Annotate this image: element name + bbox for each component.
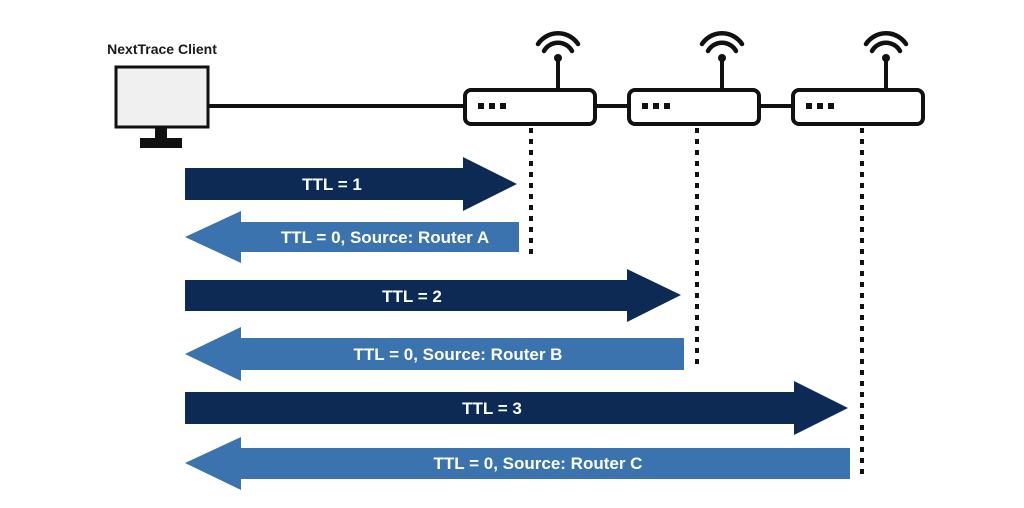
request-label-3: TTL = 3 (462, 399, 522, 418)
probe-2: TTL = 2 TTL = 0, Source: Router B (185, 269, 684, 381)
router-icon (627, 88, 761, 126)
router-icon (791, 88, 925, 126)
request-label-1: TTL = 1 (302, 175, 362, 194)
client-computer: NextTrace Client (107, 41, 217, 148)
client-label: NextTrace Client (107, 41, 217, 57)
router-a (463, 31, 597, 126)
reply-arrow-2 (185, 327, 684, 381)
wifi-icon (535, 31, 581, 90)
reply-arrow-3 (185, 437, 850, 490)
router-c (791, 31, 925, 126)
router-b (627, 31, 761, 126)
reply-label-1: TTL = 0, Source: Router A (281, 228, 489, 247)
probe-3: TTL = 3 TTL = 0, Source: Router C (185, 381, 850, 490)
monitor-icon (114, 65, 210, 148)
wifi-icon (863, 31, 909, 90)
request-arrow-3 (185, 381, 848, 435)
request-arrow-1 (185, 157, 517, 211)
probe-1: TTL = 1 TTL = 0, Source: Router A (185, 157, 519, 263)
reply-arrow-1 (185, 211, 519, 263)
request-arrow-2 (185, 269, 681, 322)
reply-label-3: TTL = 0, Source: Router C (434, 454, 643, 473)
router-icon (463, 88, 597, 126)
request-label-2: TTL = 2 (382, 287, 442, 306)
reply-label-2: TTL = 0, Source: Router B (354, 345, 563, 364)
wifi-icon (699, 31, 745, 90)
